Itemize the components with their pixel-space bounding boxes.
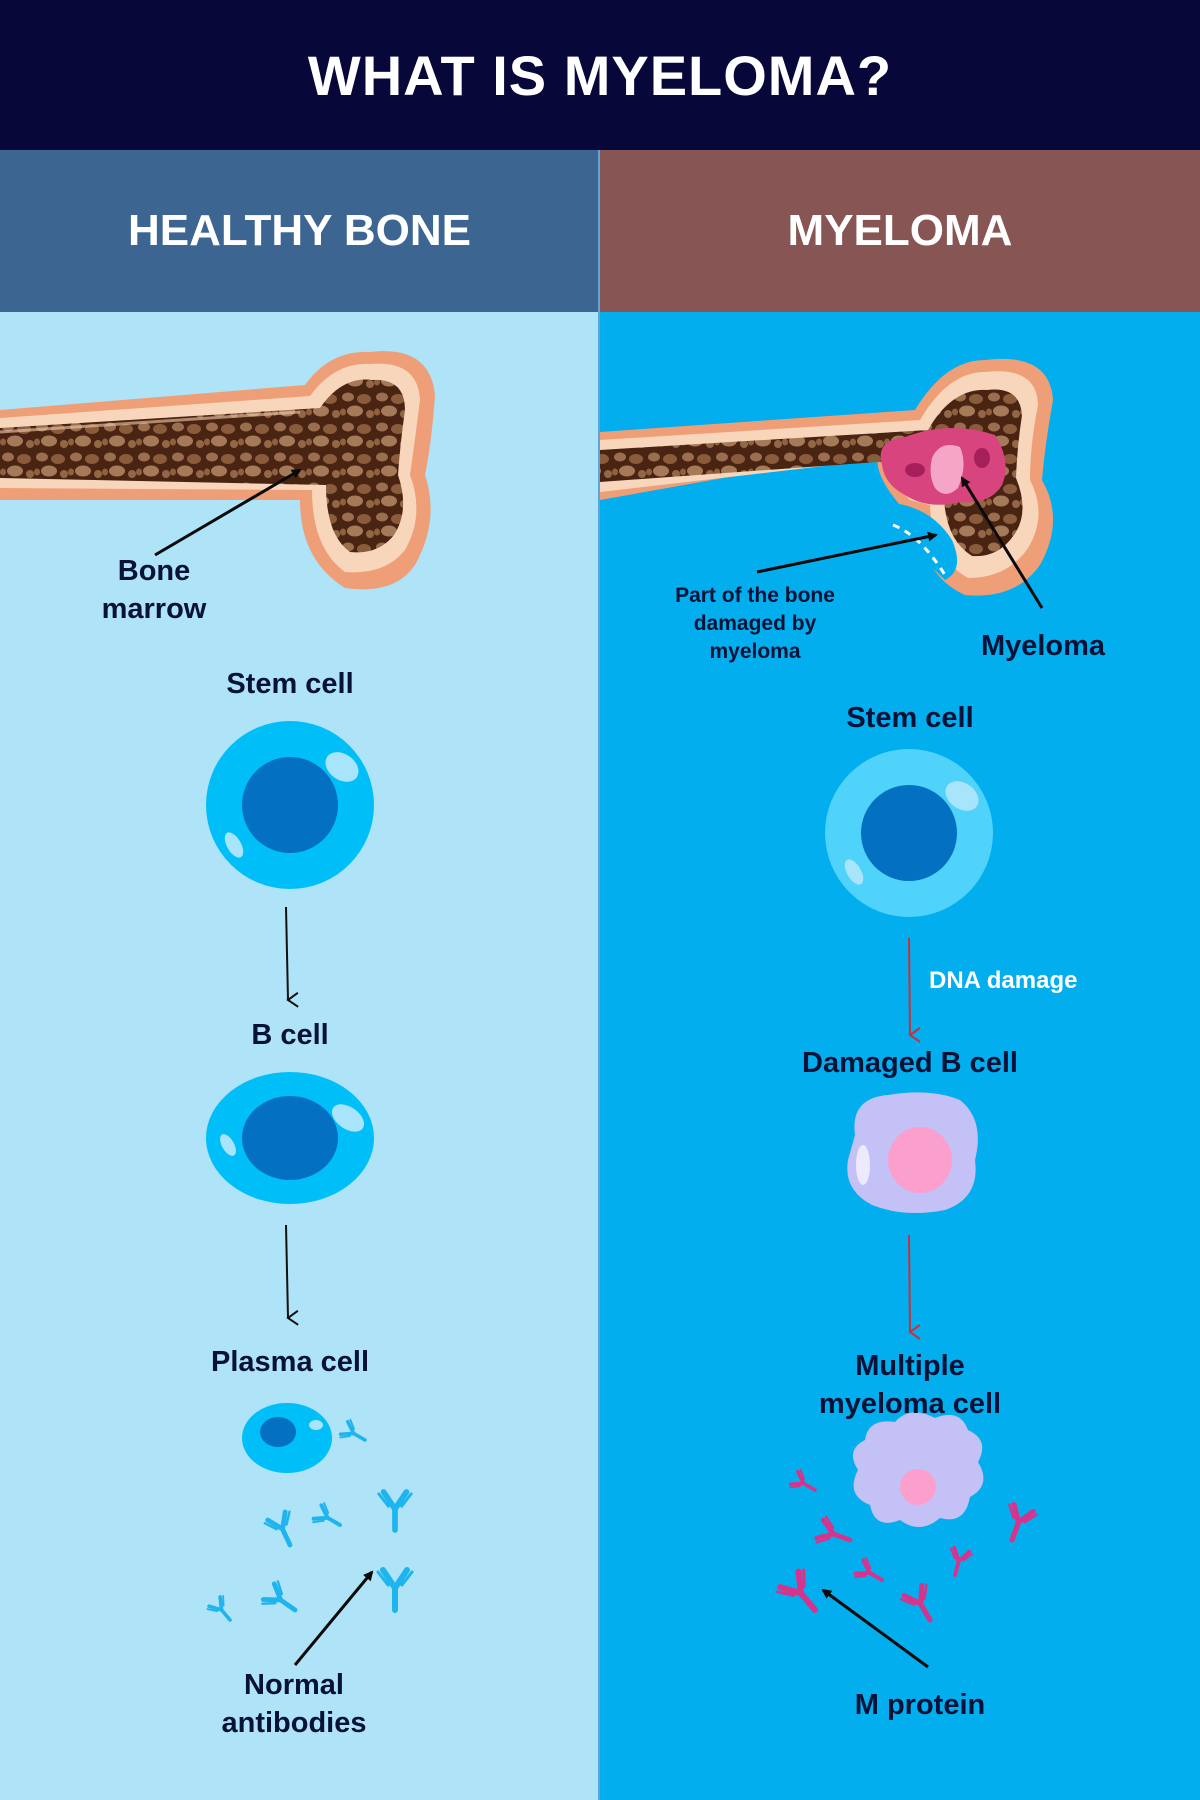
- myeloma-panel: [600, 312, 1200, 1800]
- damaged-bone-illustration: [600, 358, 1054, 596]
- multiple-myeloma-cell: [852, 1412, 984, 1528]
- page-title: WHAT IS MYELOMA?: [307, 43, 893, 107]
- m-protein-pointer: [821, 1588, 929, 1669]
- myeloma-label: Myeloma: [980, 630, 1106, 662]
- healthy-bone-illustration: [0, 351, 435, 590]
- myeloma-stem-cell-label: Stem cell: [846, 702, 974, 734]
- plasma-cell-label: Plasma cell: [211, 1346, 369, 1378]
- bone-marrow-pointer: [154, 468, 302, 557]
- normal-antibodies-label: Normal antibodies: [221, 1669, 367, 1739]
- b-cell: [206, 1072, 374, 1204]
- m-protein-label: M protein: [854, 1689, 986, 1721]
- myeloma-cell-label: Multiple myeloma cell: [818, 1350, 1002, 1420]
- plasma-cell: [242, 1403, 332, 1473]
- damaged-bone-label: Part of the bone damaged by myeloma: [675, 584, 835, 663]
- damaged-b-cell-label: Damaged B cell: [802, 1047, 1018, 1079]
- stem-to-b-arrow: [285, 906, 299, 1008]
- dna-damage-label: DNA damage: [929, 967, 1078, 994]
- b-to-plasma-arrow: [285, 1224, 299, 1326]
- damaged-to-myeloma-arrow: [908, 1234, 921, 1340]
- bone-marrow-label: Bone marrow: [101, 555, 207, 625]
- b-cell-label: B cell: [251, 1019, 329, 1051]
- damaged-bone-pointer: [756, 531, 938, 574]
- antibodies-pointer: [293, 1570, 374, 1666]
- myeloma-stem-cell: [825, 749, 993, 917]
- damaged-b-cell: [847, 1092, 978, 1214]
- healthy-bone-panel: [0, 312, 599, 1800]
- title-bar: WHAT IS MYELOMA?: [0, 0, 1200, 150]
- dna-damage-arrow: [908, 937, 921, 1043]
- healthy-stem-cell: [206, 721, 374, 889]
- healthy-bone-heading: HEALTHY BONE: [0, 150, 599, 312]
- myeloma-pointer: [960, 476, 1044, 609]
- myeloma-heading: MYELOMA: [600, 150, 1200, 312]
- column-divider: [598, 150, 600, 1800]
- healthy-stem-cell-label: Stem cell: [226, 668, 354, 700]
